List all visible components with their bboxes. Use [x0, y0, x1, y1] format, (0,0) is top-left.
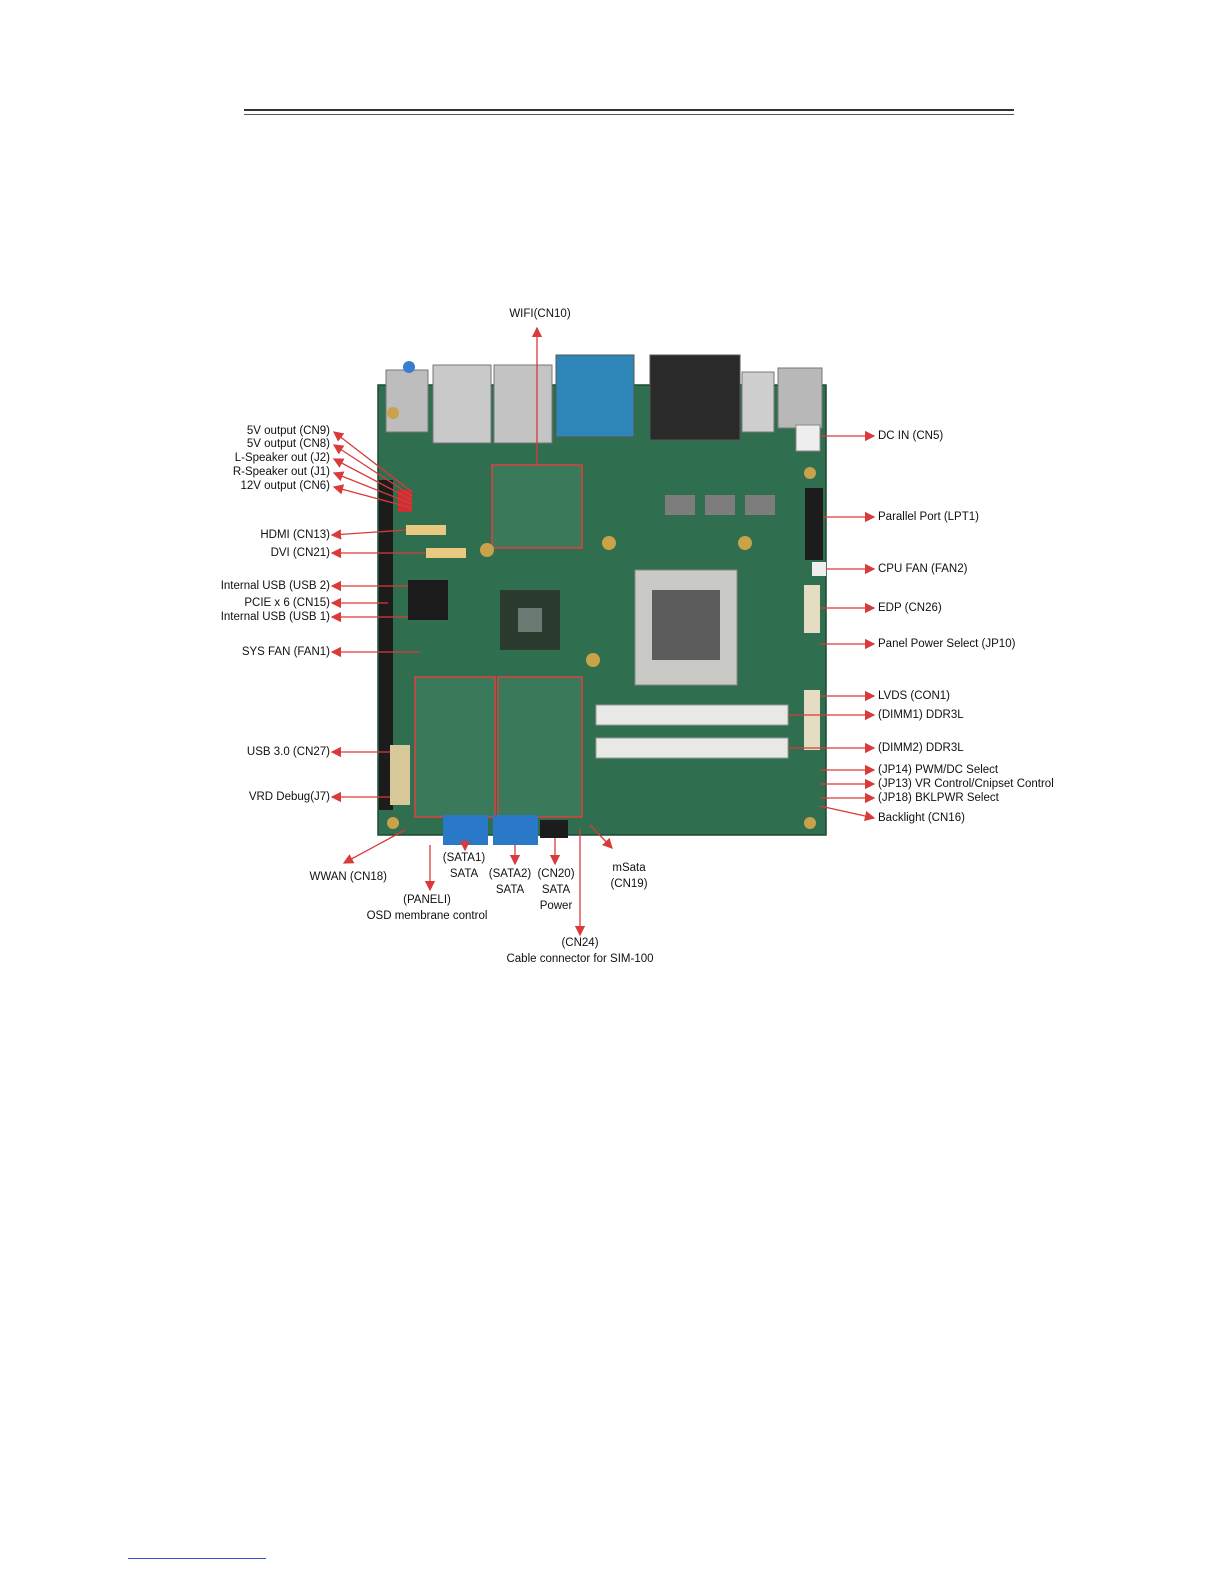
- label-jp13: (JP13) VR Control/Cnipset Control: [878, 778, 1054, 790]
- label-cn5: DC IN (CN5): [878, 430, 944, 442]
- footer-link-rule: [128, 1558, 266, 1559]
- vga-port: [649, 354, 741, 441]
- audio-jack-blue: [403, 361, 415, 373]
- label-cn21: DVI (CN21): [270, 547, 330, 559]
- label-wifi: WIFI(CN10): [509, 308, 571, 320]
- label-sata2-type: SATA: [495, 884, 525, 896]
- label-jp10: Panel Power Select (JP10): [878, 638, 1016, 650]
- label-cn6: 12V output (CN6): [240, 480, 331, 492]
- label-cn15: PCIE x 6 (CN15): [244, 597, 330, 609]
- parallel-header: [805, 488, 823, 560]
- sata2-port: [493, 815, 538, 845]
- label-j7: VRD Debug(J7): [248, 791, 330, 803]
- label-sata1-type: SATA: [449, 868, 479, 880]
- label-cn9: 5V output (CN9): [246, 425, 330, 437]
- dc-in-connector: [795, 424, 821, 452]
- label-j1: R-Speaker out (J1): [232, 466, 330, 478]
- header-rule-bottom: [244, 114, 1014, 115]
- sata-power-header: [540, 820, 568, 838]
- label-fan2: CPU FAN (FAN2): [878, 563, 968, 575]
- wifi-slot-box: [491, 464, 583, 549]
- label-sata2-code: (SATA2): [488, 868, 532, 880]
- label-cn20-power: Power: [539, 900, 573, 912]
- label-dimm1: (DIMM1) DDR3L: [878, 709, 964, 721]
- label-sata1-code: (SATA1): [442, 852, 486, 864]
- label-cn13: HDMI (CN13): [260, 529, 330, 541]
- dimm2: [595, 737, 789, 759]
- label-fan1: SYS FAN (FAN1): [241, 646, 330, 658]
- label-cn20-sata: SATA: [541, 884, 571, 896]
- pcie-slot: [379, 480, 393, 810]
- com-port-blue: [555, 354, 635, 438]
- label-j2: L-Speaker out (J2): [234, 452, 330, 464]
- label-cn24-desc: Cable connector for SIM-100: [506, 953, 654, 965]
- edp-connector: [804, 585, 820, 633]
- header-rule-top: [244, 109, 1014, 111]
- label-lpt1: Parallel Port (LPT1): [878, 511, 979, 523]
- wwan-slot-box: [414, 676, 496, 818]
- label-cn18: WWAN (CN18): [309, 871, 387, 883]
- sata1-port: [443, 815, 488, 845]
- header-strip: [406, 525, 446, 535]
- label-panel1-code: (PANELI): [403, 894, 451, 906]
- lvds-connector: [804, 690, 820, 750]
- label-jp14: (JP14) PWM/DC Select: [878, 764, 999, 776]
- dimm1: [595, 704, 789, 726]
- label-panel1-desc: OSD membrane control: [366, 910, 488, 922]
- msata-slot-box: [497, 676, 583, 818]
- label-cn8: 5V output (CN8): [246, 438, 330, 450]
- dc-jack: [777, 367, 823, 429]
- header-strip: [408, 580, 448, 620]
- label-usb2: Internal USB (USB 2): [220, 580, 330, 592]
- label-cn27: USB 3.0 (CN27): [246, 746, 330, 758]
- label-cn20-code: (CN20): [537, 868, 575, 880]
- header-strip: [426, 548, 466, 558]
- label-cn26: EDP (CN26): [878, 602, 942, 614]
- audio-jack: [385, 369, 429, 433]
- lan-port-1: [432, 364, 492, 444]
- label-con1: LVDS (CON1): [878, 690, 950, 702]
- label-cn19-type: mSata: [612, 862, 646, 874]
- label-cn19-code: (CN19): [610, 878, 648, 890]
- usb3-header: [390, 745, 410, 805]
- label-cn16: Backlight (CN16): [878, 812, 965, 824]
- lan-port-2: [493, 364, 553, 444]
- label-cn24-code: (CN24): [561, 937, 599, 949]
- fan2-connector: [812, 562, 826, 576]
- label-jp18: (JP18) BKLPWR Select: [878, 792, 999, 804]
- label-usb1: Internal USB (USB 1): [220, 611, 330, 623]
- usb-port-rear: [741, 371, 775, 433]
- callout-arrows: [330, 326, 876, 937]
- label-dimm2: (DIMM2) DDR3L: [878, 742, 964, 754]
